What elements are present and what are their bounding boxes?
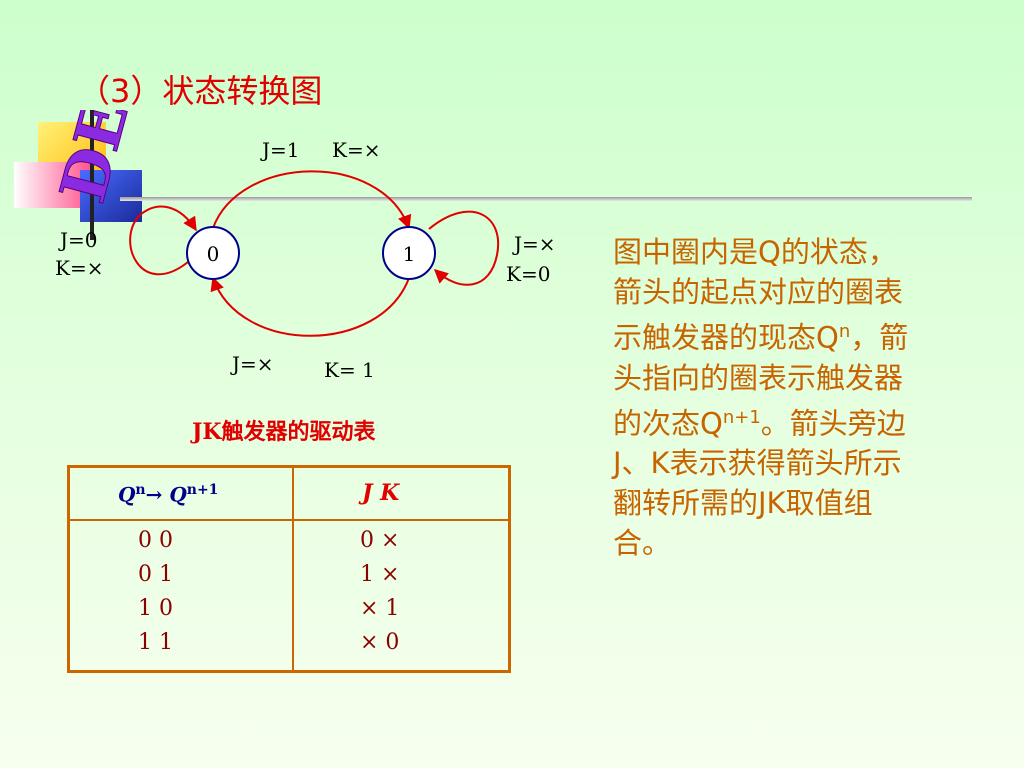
table-cell-jk: 1 × <box>360 562 400 587</box>
explanation-part-3: 。箭头旁边J、K表示获得箭头所示翻转所需的JK取值组合。 <box>613 406 906 561</box>
explanation-sup-n1: n+1 <box>722 406 761 428</box>
table-column-divider <box>292 468 294 670</box>
table-cell-q: 0 0 <box>138 528 173 553</box>
table-cell-jk: × 1 <box>360 596 400 621</box>
state-1-circle <box>382 226 436 280</box>
loop-0-k-label: K=× <box>55 256 104 280</box>
table-header-jk: J K <box>362 480 400 506</box>
arc-bottom-k-label: K= 1 <box>324 358 375 382</box>
state-1-label: 1 <box>403 242 416 266</box>
arc-bottom-j-label: J=× <box>232 352 274 376</box>
table-header-divider <box>70 519 508 521</box>
arc-1-to-0 <box>210 276 410 337</box>
page-title: （3）状态转换图 <box>78 72 323 110</box>
table-header-q: Qn→ Qn+1 <box>118 482 219 507</box>
explanation-sup-n: n <box>838 321 851 342</box>
loop-0-j-label: J=0 <box>60 228 98 252</box>
loop-1-k-label: K=0 <box>506 262 551 286</box>
state-0-label: 0 <box>207 242 220 266</box>
arc-0-to-1 <box>212 170 412 230</box>
loop-1-j-label: J=× <box>514 232 556 256</box>
table-cell-q: 1 1 <box>138 630 173 655</box>
drive-table: Qn→ Qn+1 J K 0 0 0 × 0 1 1 × 1 0 × 1 1 1… <box>67 465 511 673</box>
header-divider <box>120 197 972 201</box>
table-cell-jk: 0 × <box>360 528 400 553</box>
loop-1 <box>428 210 500 286</box>
table-cell-q: 0 1 <box>138 562 173 587</box>
explanation-text: 图中圈内是Q的状态，箭头的起点对应的圈表示触发器的现态Qn，箭头指向的圈表示触发… <box>613 232 925 563</box>
table-cell-q: 1 0 <box>138 596 173 621</box>
explanation-part-1: 图中圈内是Q的状态，箭头的起点对应的圈表示触发器的现态Q <box>613 235 904 355</box>
arc-top-k-label: K=× <box>332 138 381 162</box>
loop-0 <box>129 205 197 276</box>
table-cell-jk: × 0 <box>360 630 400 655</box>
table-title: JK触发器的驱动表 <box>192 419 376 445</box>
arc-top-j-label: J=1 <box>262 138 300 162</box>
state-0-circle <box>186 226 240 280</box>
explanation-part-2: ，箭头指向的圈表示触发器的次态Q <box>613 320 909 441</box>
